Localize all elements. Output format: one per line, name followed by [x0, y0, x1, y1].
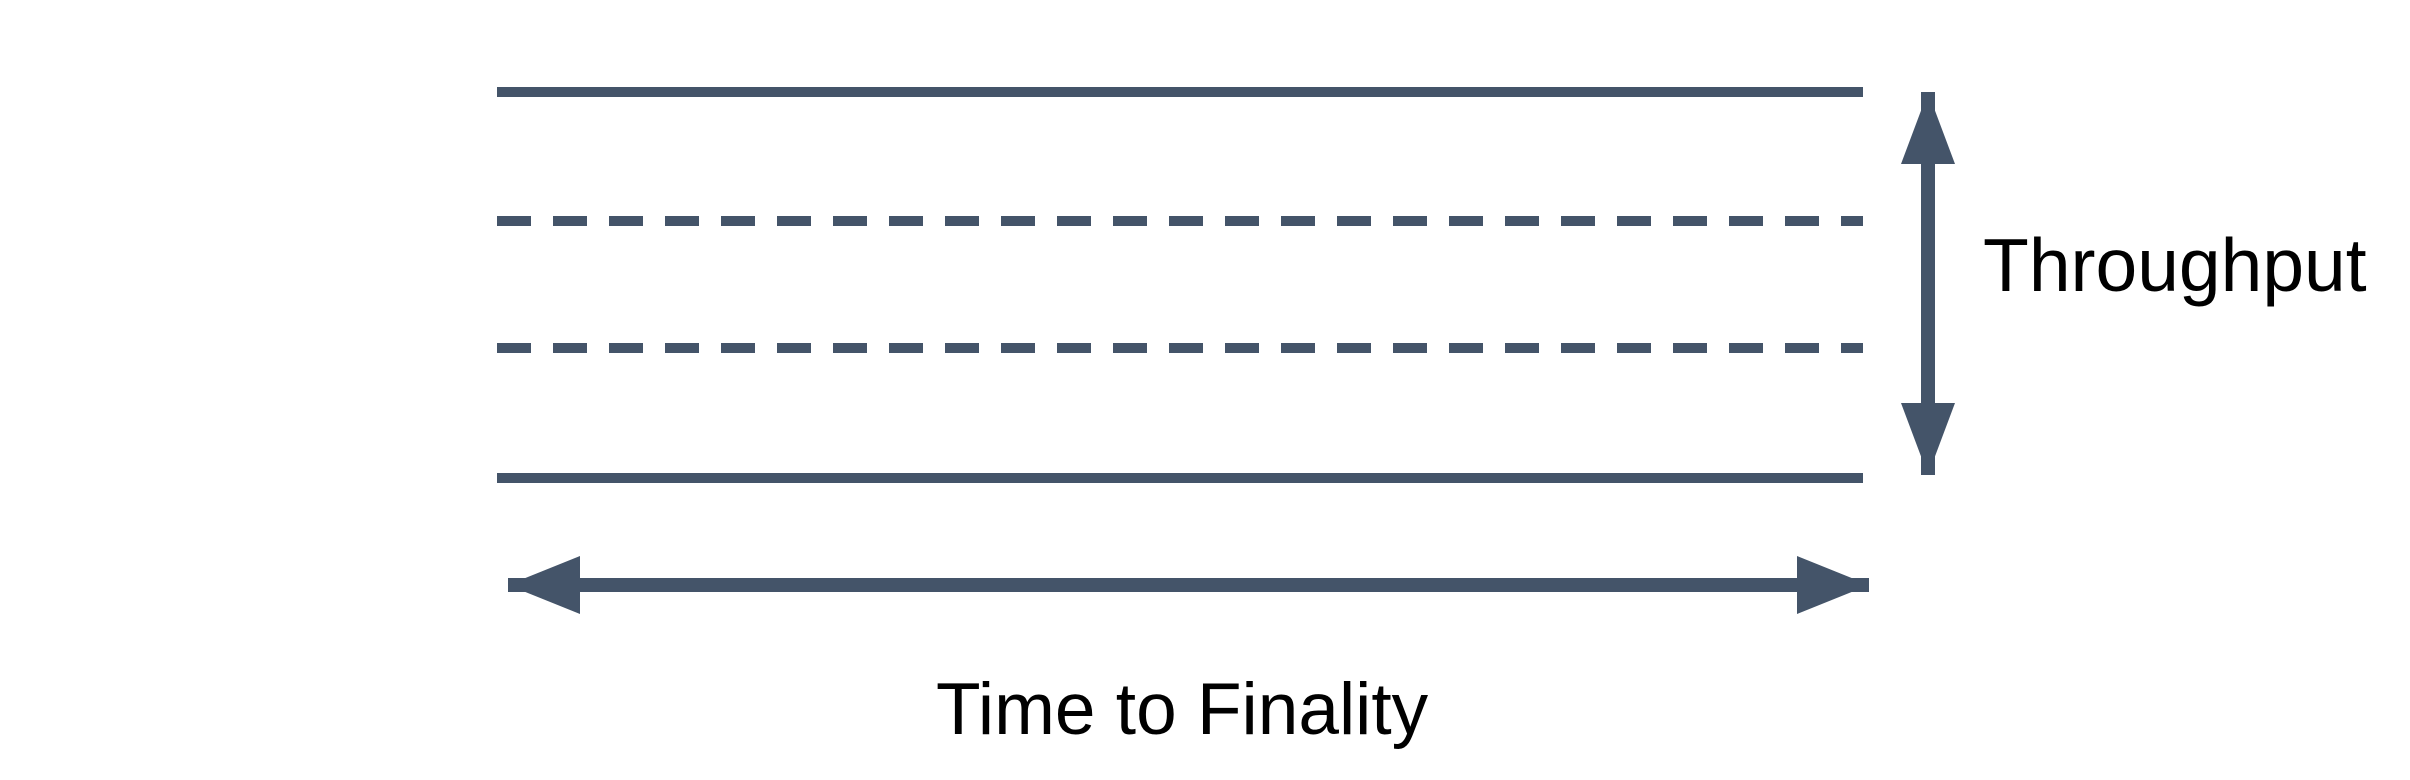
time-to-finality-arrow: [508, 556, 1869, 614]
throughput-axis-label: Throughput: [1983, 223, 2367, 307]
time-to-finality-arrow-head-left: [508, 556, 580, 614]
time-to-finality-arrow-head-right: [1797, 556, 1869, 614]
throughput-arrow: [1901, 92, 1955, 475]
throughput-arrow-head-up: [1901, 92, 1955, 164]
throughput-arrow-head-down: [1901, 403, 1955, 475]
time-to-finality-arrow-shaft: [508, 578, 1869, 592]
time-to-finality-axis-label: Time to Finality: [936, 669, 1429, 750]
throughput-arrow-shaft: [1921, 92, 1935, 475]
